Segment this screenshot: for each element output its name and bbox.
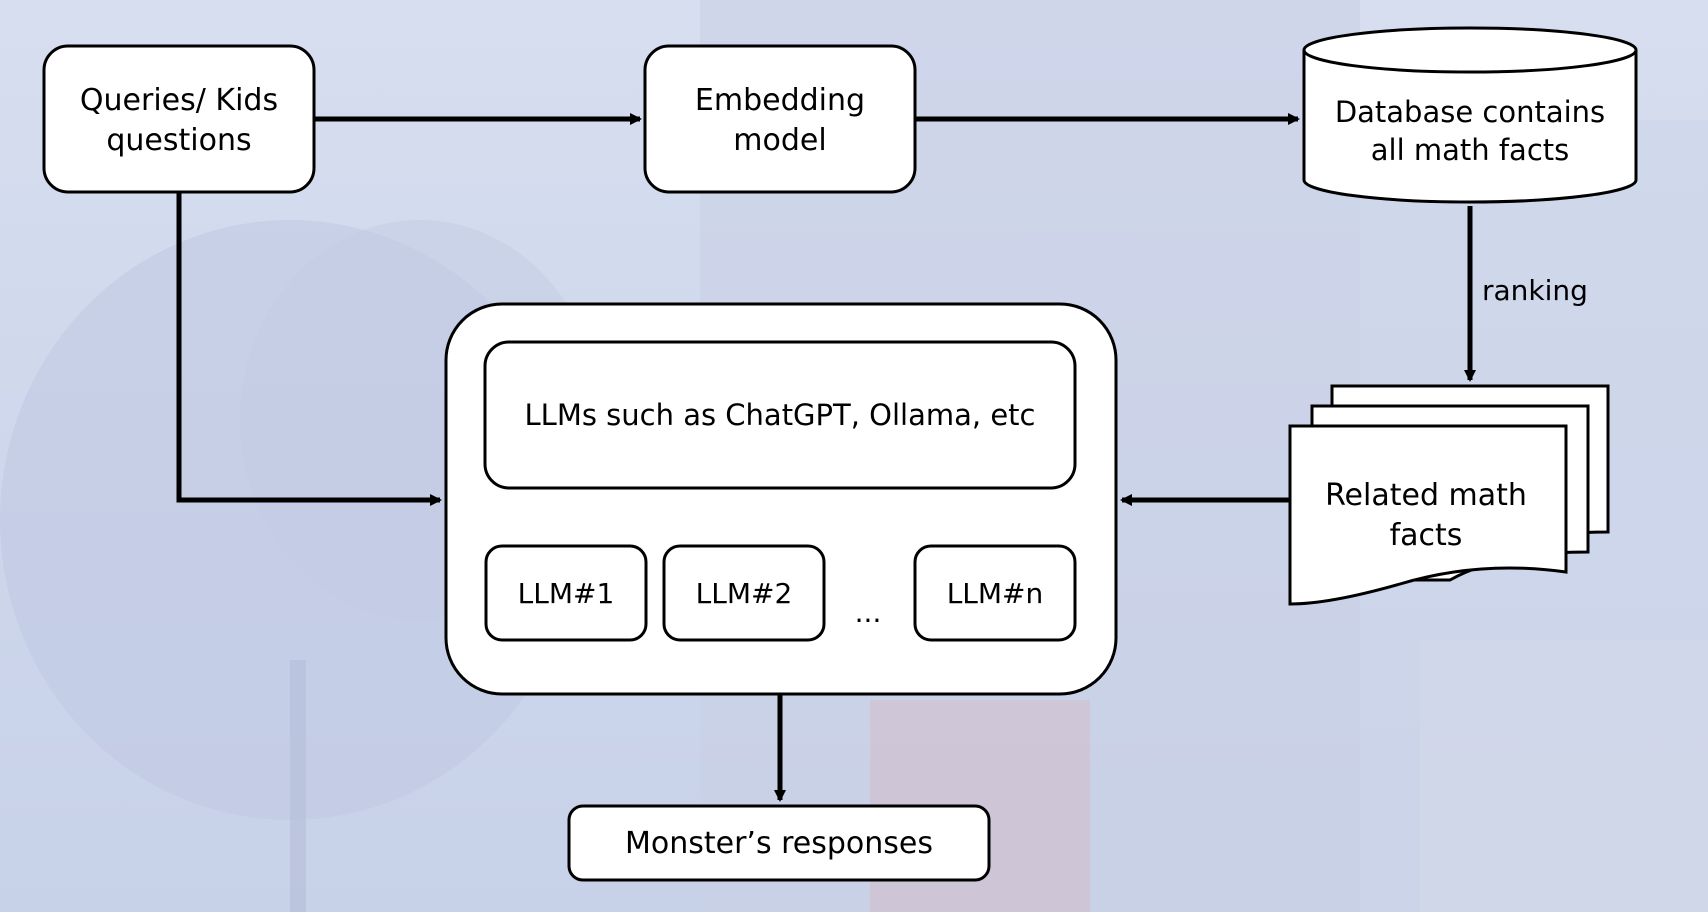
responses-node: Monster’s responses [567, 804, 991, 882]
embedding-label-line1: Embedding [695, 83, 865, 118]
database-label-line2: all math facts [1371, 133, 1570, 167]
edge-queries-to-llm [176, 192, 442, 506]
llm-unit-2-label: LLM#2 [696, 577, 793, 610]
llm-unit-1 [484, 544, 648, 642]
related-label-line1: Related math [1325, 478, 1527, 513]
queries-label-line2: questions [106, 123, 251, 158]
queries-label-line1: Queries/ Kids [80, 83, 278, 118]
related-label-line2: facts [1390, 518, 1463, 553]
embedding-label-line2: model [733, 123, 826, 158]
database-label-line1: Database contains [1335, 95, 1605, 129]
database-node: Database contains all math facts [1302, 26, 1638, 204]
related-facts-node: Related math facts [1288, 384, 1610, 606]
llm-ellipsis: ... [855, 596, 882, 629]
llm-main-label: LLMs such as ChatGPT, Ollama, etc [525, 398, 1036, 432]
responses-label: Monster’s responses [625, 826, 933, 861]
queries-node: Queries/ Kids questions [42, 44, 316, 194]
llm-main-box [483, 340, 1077, 490]
edges [176, 113, 1476, 802]
llm-unit-n-label: LLM#n [947, 577, 1044, 610]
llm-unit-n [913, 544, 1077, 642]
llm-unit-2 [662, 544, 826, 642]
llm-container: LLMs such as ChatGPT, Ollama, etc LLM#1 … [444, 302, 1118, 696]
ranking-label: ranking [1482, 274, 1588, 307]
llm-unit-1-label: LLM#1 [518, 577, 615, 610]
embedding-model-node: Embedding model [643, 44, 917, 194]
